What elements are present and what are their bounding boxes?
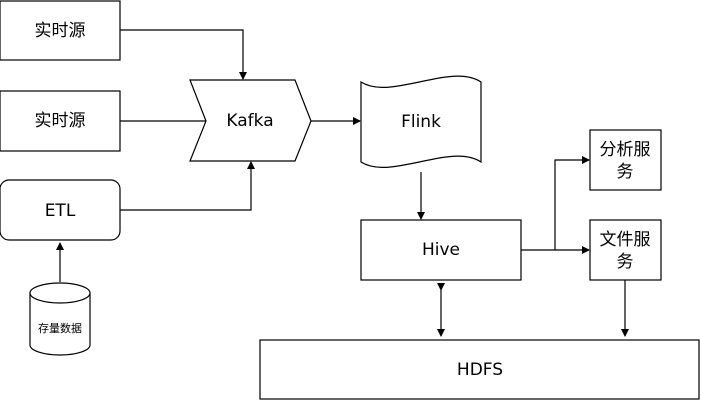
- source-node-2-label: 实时源: [35, 111, 86, 131]
- file-service-label-line-1: 文件服: [600, 230, 651, 250]
- analysis-service-node: 分析服 务: [589, 129, 662, 191]
- flink-node: Flink: [360, 75, 482, 168]
- source-node-1-label: 实时源: [35, 21, 86, 41]
- analysis-service-label-line-1: 分析服: [600, 140, 651, 160]
- file-service-label-line-2: 务: [617, 252, 634, 272]
- edges: [56, 29, 629, 337]
- kafka-node-label: Kafka: [226, 111, 273, 131]
- edge-hive-analysis-service: [554, 156, 590, 250]
- kafka-node: Kafka: [189, 79, 312, 162]
- file-service-node: 文件服 务: [589, 219, 662, 281]
- source-node-1: 实时源: [0, 0, 121, 61]
- hive-node-label: Hive: [422, 240, 460, 260]
- hive-node: Hive: [360, 219, 522, 281]
- edge-source1-kafka: [120, 29, 247, 80]
- source-node-2: 实时源: [0, 90, 121, 152]
- flink-node-label: Flink: [401, 112, 441, 132]
- etl-node-label: ETL: [45, 201, 76, 221]
- storage-node: 存量数据: [29, 282, 91, 356]
- hdfs-node: HDFS: [259, 339, 700, 400]
- analysis-service-label-line-2: 务: [617, 162, 634, 182]
- edge-etl-kafka: [120, 161, 255, 211]
- etl-node: ETL: [0, 179, 121, 241]
- hdfs-node-label: HDFS: [457, 360, 503, 380]
- storage-node-label: 存量数据: [38, 321, 82, 335]
